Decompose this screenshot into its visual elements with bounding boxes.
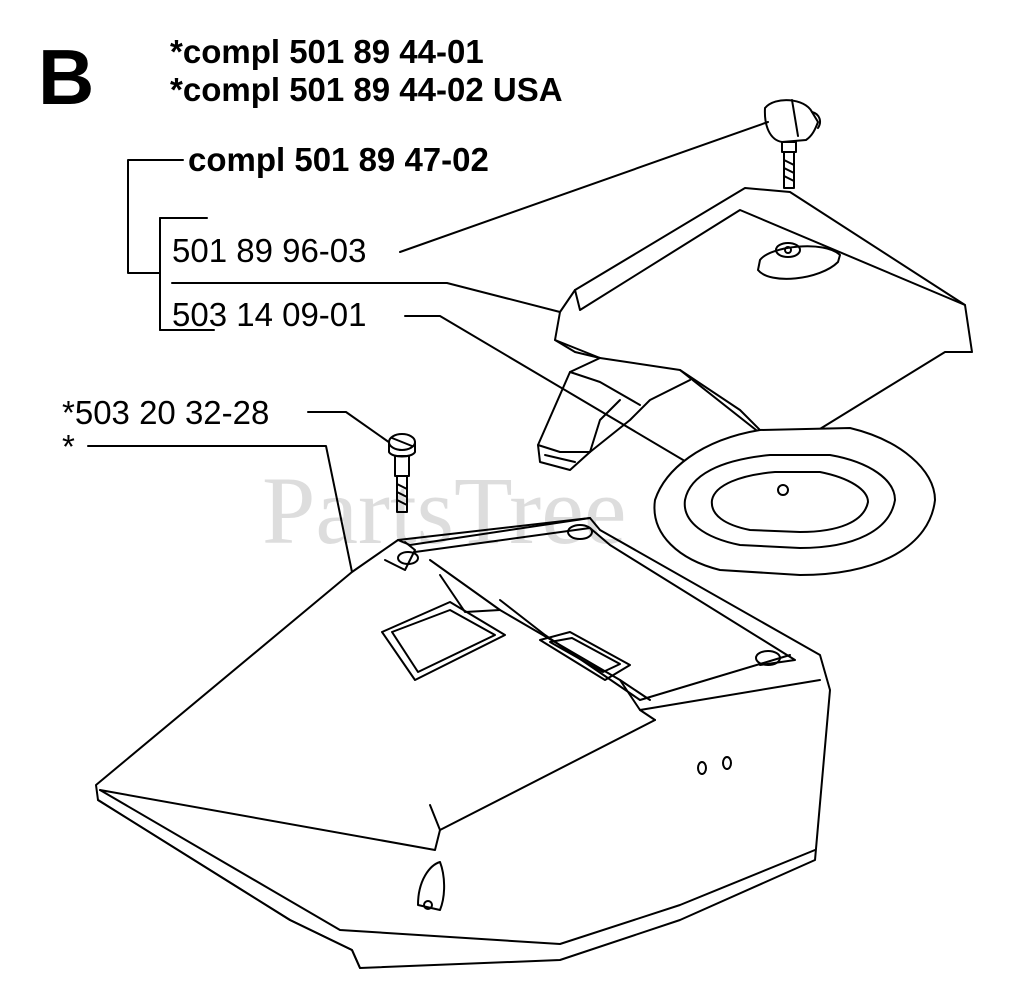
leader-lower-cover xyxy=(87,445,353,573)
assembly-part-number-2: *compl 501 89 44-02 USA xyxy=(170,71,563,108)
part-number-screw: *503 20 32-28 xyxy=(62,394,270,431)
assembly-part-number-1: *compl 501 89 44-01 xyxy=(170,33,484,70)
watermark: PartsTree xyxy=(262,457,627,564)
screw-part xyxy=(388,433,416,513)
subassembly-part-number: compl 501 89 47-02 xyxy=(188,141,489,178)
leader-screw xyxy=(307,411,401,451)
leader-lines xyxy=(87,121,769,573)
gasket-part xyxy=(653,427,936,576)
leader-knob xyxy=(399,121,769,253)
leader-upper-cover-base xyxy=(404,315,701,471)
lower-cover-part xyxy=(95,517,831,969)
leader-upper-cover xyxy=(171,282,561,313)
knob-screw-part xyxy=(763,99,821,189)
subassembly-bracket xyxy=(127,159,215,331)
part-number-knob-screw: 501 89 96-03 xyxy=(172,232,367,269)
part-number-lower-cover: * xyxy=(62,428,75,465)
upper-cover-part xyxy=(537,187,973,471)
section-letter: B xyxy=(38,33,95,121)
part-number-upper-cover: 503 14 09-01 xyxy=(172,296,367,333)
